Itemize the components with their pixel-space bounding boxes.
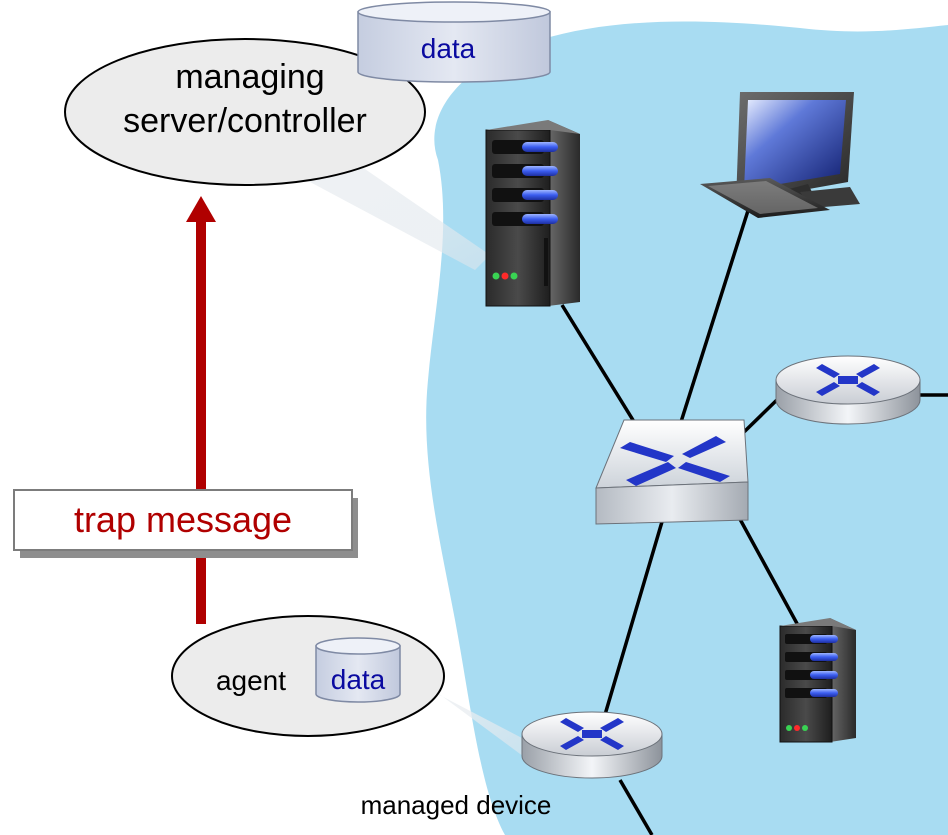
agent-db-label: data xyxy=(331,664,386,695)
router-icon[interactable] xyxy=(775,355,921,425)
manager-label-line1: managing xyxy=(175,58,324,96)
server-icon[interactable] xyxy=(779,618,856,743)
trap-arrow xyxy=(186,196,216,624)
managing-server-icon[interactable] xyxy=(485,120,580,307)
manager-db-label: data xyxy=(421,33,476,64)
managed-device-label: managed device xyxy=(361,790,552,820)
agent-callout-wedge xyxy=(400,665,545,765)
agent-database-icon: data xyxy=(315,637,401,703)
agent-bubble: agent xyxy=(171,615,445,737)
manager-database-icon: data xyxy=(357,1,551,83)
manager-label-line2: server/controller xyxy=(123,102,367,140)
trap-message-box: trap message xyxy=(13,489,358,558)
managed-device-router-icon[interactable] xyxy=(521,711,663,779)
manager-bubble: managing server/controller xyxy=(64,38,426,186)
desktop-computer-icon[interactable] xyxy=(700,92,860,218)
switch-icon[interactable] xyxy=(595,419,749,525)
agent-label: agent xyxy=(216,665,286,696)
trap-message-label: trap message xyxy=(74,499,292,540)
